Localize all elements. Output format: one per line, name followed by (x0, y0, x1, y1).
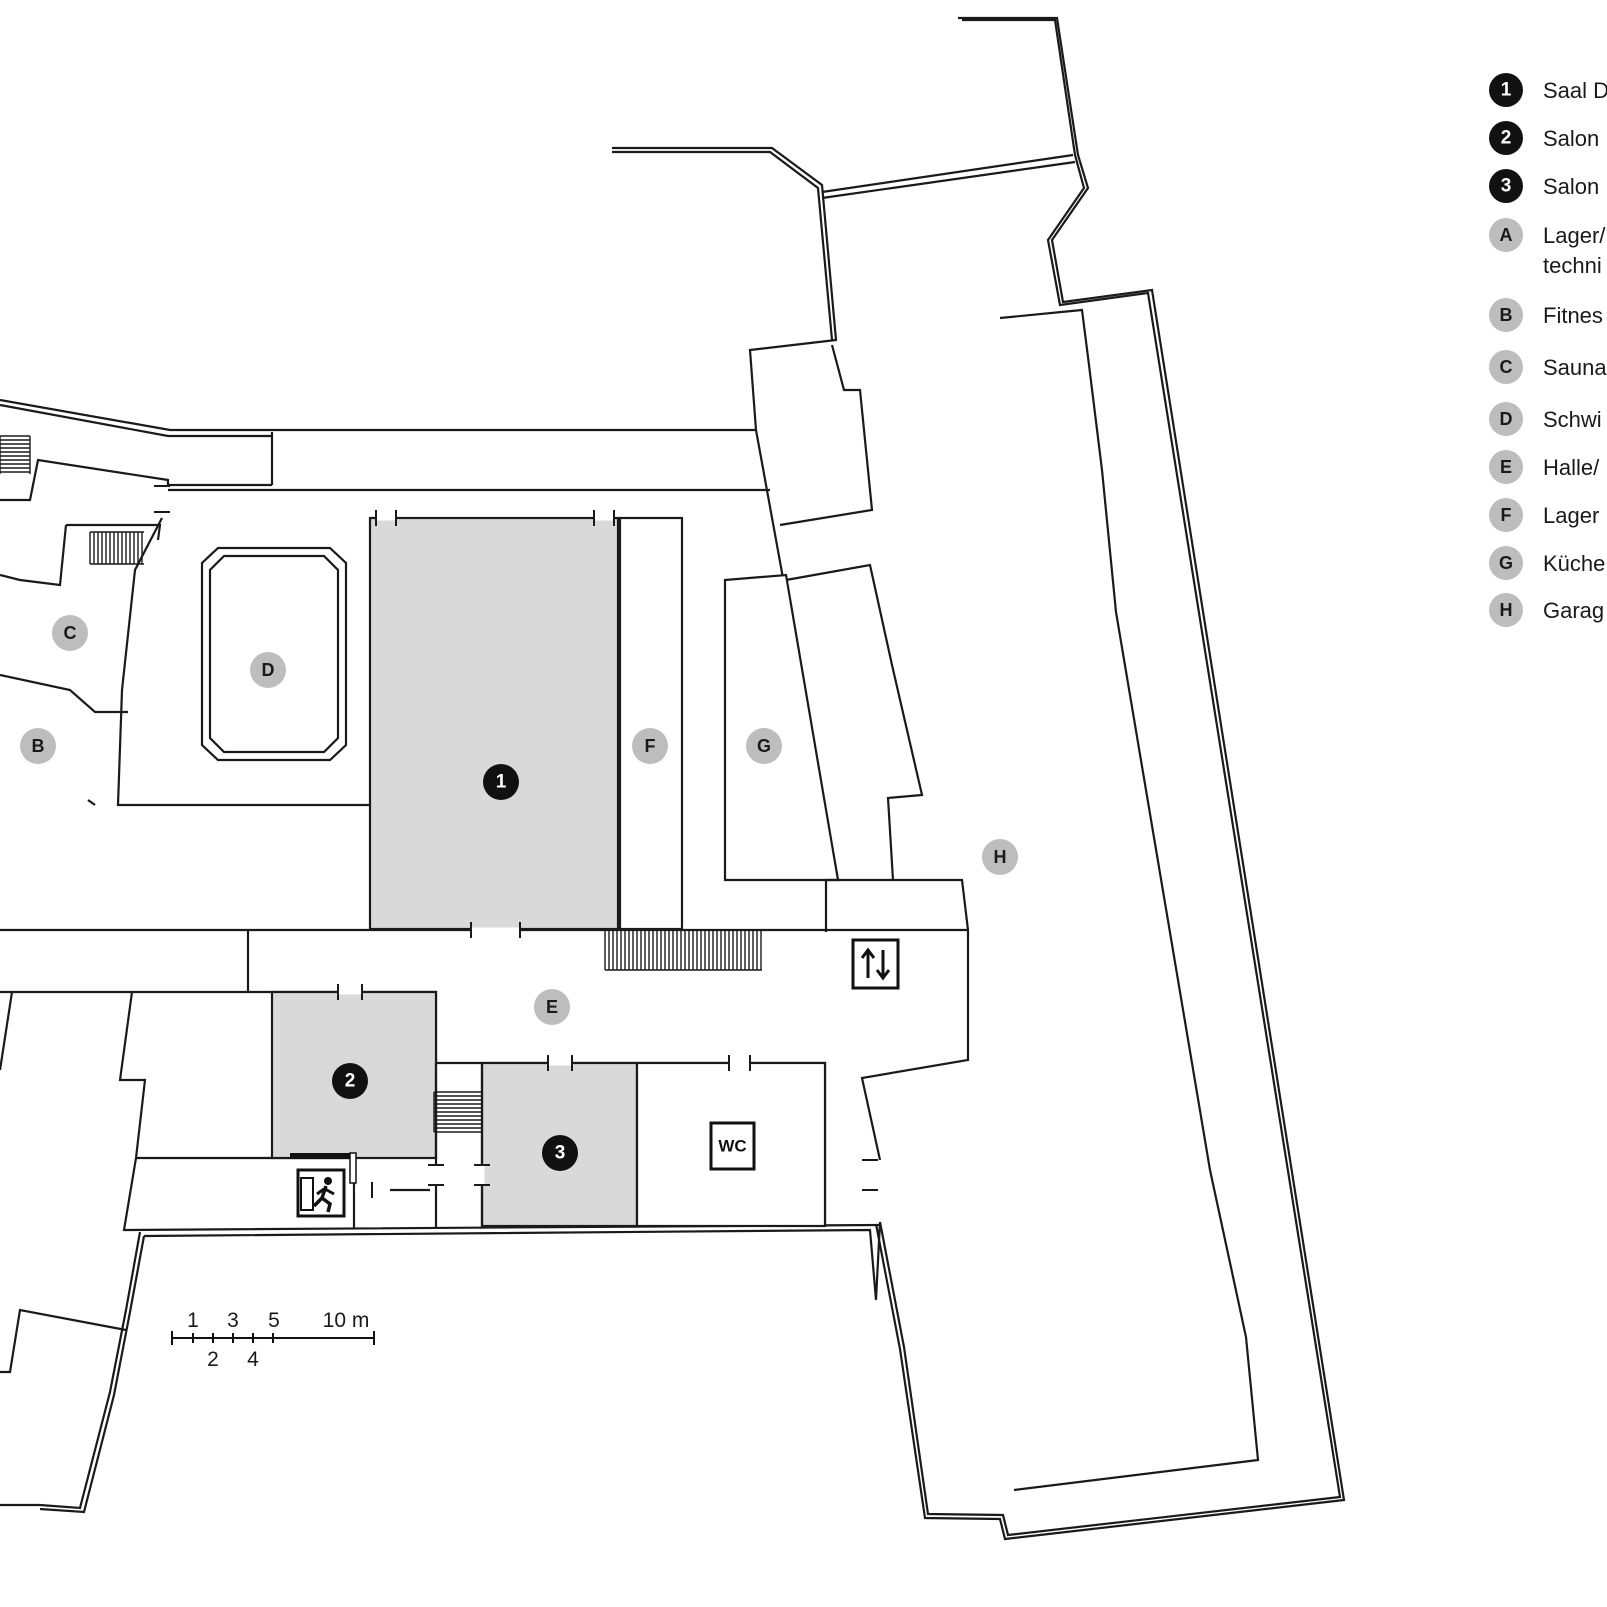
legend-label: Sauna (1543, 355, 1607, 380)
legend-label: Saal D (1543, 78, 1607, 103)
legend-label: Halle/ (1543, 455, 1600, 480)
room-badge-h[interactable]: H (982, 839, 1018, 875)
room-badge-b[interactable]: B (20, 728, 56, 764)
room-1-saal (368, 516, 620, 931)
svg-text:3: 3 (555, 1143, 566, 1164)
room-g-kueche (723, 573, 840, 882)
legend-label: Küche (1543, 551, 1605, 576)
legend-marker-label: H (1500, 600, 1513, 620)
legend-label: Salon (1543, 174, 1599, 199)
legend-marker-label: 3 (1501, 176, 1512, 197)
legend-marker-label: 1 (1501, 80, 1512, 101)
scale-label-1: 1 (187, 1309, 199, 1332)
scale-label-2: 2 (207, 1348, 219, 1371)
legend-marker (1489, 218, 1523, 252)
legend-label-line2: techni (1543, 253, 1602, 278)
legend-item: 2 (1489, 121, 1523, 155)
svg-text:2: 2 (345, 1071, 356, 1092)
stairs-top-left (0, 435, 31, 474)
svg-text:H: H (994, 847, 1007, 867)
legend-label: Fitnes (1543, 303, 1603, 328)
svg-text:G: G (757, 736, 771, 756)
emergency-exit-icon (296, 1168, 346, 1218)
room-badge-d[interactable]: D (250, 652, 286, 688)
room-badge-g[interactable]: G (746, 728, 782, 764)
legend-marker (1489, 350, 1523, 384)
legend-item: F (1489, 498, 1523, 532)
legend-item: 1 (1489, 73, 1523, 107)
room-badge-3[interactable]: 3 (542, 1135, 578, 1171)
elevator-icon (851, 938, 900, 990)
stairs-corridor (604, 929, 762, 971)
svg-text:WC: WC (718, 1137, 746, 1156)
legend-marker (1489, 169, 1523, 203)
scale-label-3: 3 (227, 1309, 239, 1332)
room-badge-1[interactable]: 1 (483, 764, 519, 800)
legend-label: Lager/ (1543, 223, 1606, 248)
room-badge-e[interactable]: E (534, 989, 570, 1025)
legend-marker-label: G (1499, 553, 1513, 573)
legend-label: Schwi (1543, 407, 1602, 432)
svg-text:E: E (546, 997, 558, 1017)
upper-left-walls (0, 398, 770, 807)
legend-marker-label: C (1500, 357, 1513, 377)
legend-marker (1489, 298, 1523, 332)
room-badge-c[interactable]: C (52, 615, 88, 651)
svg-text:C: C (64, 623, 77, 643)
scale-label-4: 4 (247, 1348, 259, 1371)
doors (154, 485, 878, 1198)
pool (200, 546, 348, 762)
legend-item: B (1489, 298, 1523, 332)
legend-marker (1489, 450, 1523, 484)
wc-icon: WC (709, 1121, 756, 1171)
legend-marker-label: F (1501, 505, 1512, 525)
scale-label-5: 5 (268, 1309, 280, 1332)
legend-marker (1489, 121, 1523, 155)
room-f-lager (618, 516, 684, 931)
legend-item: 3 (1489, 169, 1523, 203)
svg-text:F: F (645, 736, 656, 756)
scale-label-10m: 10 m (323, 1309, 370, 1332)
stairs-sauna (89, 531, 144, 565)
legend-marker-label: B (1500, 305, 1513, 325)
legend-marker (1489, 546, 1523, 580)
legend-marker (1489, 593, 1523, 627)
scale-bar: 1 3 5 10 m 2 4 (171, 1309, 375, 1371)
svg-text:D: D (262, 660, 275, 680)
legend-marker (1489, 73, 1523, 107)
exit-sign-bar (290, 1152, 357, 1184)
legend-label: Garag (1543, 598, 1604, 623)
legend-item: G (1489, 546, 1523, 580)
legend-marker-label: D (1500, 409, 1513, 429)
legend-item: C (1489, 350, 1523, 384)
legend-marker-label: A (1500, 225, 1513, 245)
legend-item: E (1489, 450, 1523, 484)
legend-label: Salon (1543, 126, 1599, 151)
legend-marker (1489, 402, 1523, 436)
svg-text:B: B (32, 736, 45, 756)
legend-item: A (1489, 218, 1523, 252)
room-badge-2[interactable]: 2 (332, 1063, 368, 1099)
room-badge-f[interactable]: F (632, 728, 668, 764)
stairs-shaft (433, 1091, 483, 1133)
legend-marker-label: E (1500, 457, 1512, 477)
legend-label: Lager (1543, 503, 1599, 528)
legend-marker-label: 2 (1501, 128, 1512, 149)
garage-wing-walls (612, 16, 1346, 1541)
legend-item: D (1489, 402, 1523, 436)
svg-text:1: 1 (496, 772, 507, 793)
legend-item: H (1489, 593, 1523, 627)
legend-marker (1489, 498, 1523, 532)
